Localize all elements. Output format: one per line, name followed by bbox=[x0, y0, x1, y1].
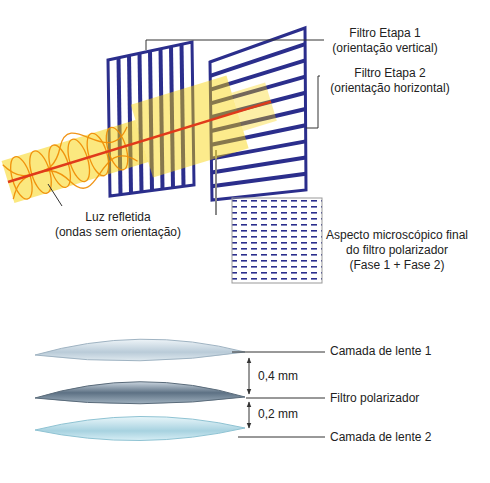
microscopic-view bbox=[232, 198, 322, 283]
support-rod bbox=[215, 150, 217, 215]
leader-line bbox=[306, 76, 320, 128]
leader-line bbox=[232, 352, 325, 353]
label-text: 0,2 mm bbox=[258, 407, 298, 422]
filter-stripe bbox=[210, 44, 305, 76]
dimension-arrow bbox=[249, 402, 250, 428]
dimension-arrow bbox=[249, 358, 250, 394]
polarizer-layer bbox=[35, 382, 245, 404]
label-text: Filtro Etapa 1 (orientação vertical) bbox=[332, 26, 437, 56]
lens-layer-1 bbox=[35, 339, 245, 361]
label-text: Camada de lente 2 bbox=[330, 430, 431, 445]
light-beam bbox=[0, 65, 282, 218]
beam-axis bbox=[8, 102, 271, 182]
label-text: Filtro Etapa 2 (orientação horizontal) bbox=[330, 66, 449, 96]
filter-stripe bbox=[212, 158, 306, 173]
label-text: 0,4 mm bbox=[258, 369, 298, 384]
label-text: Filtro polarizador bbox=[330, 391, 419, 406]
leader-line bbox=[246, 398, 325, 399]
label-text: Camada de lente 1 bbox=[330, 344, 431, 359]
leader-line bbox=[48, 184, 62, 206]
leader-line bbox=[238, 437, 325, 438]
label-text: Aspecto microscópico final do filtro pol… bbox=[326, 228, 468, 273]
leader-line bbox=[146, 40, 324, 50]
label-text: Luz refletida (ondas sem orientação) bbox=[55, 210, 181, 240]
lens-layer-2 bbox=[35, 416, 245, 440]
filter-stripe bbox=[212, 174, 306, 186]
